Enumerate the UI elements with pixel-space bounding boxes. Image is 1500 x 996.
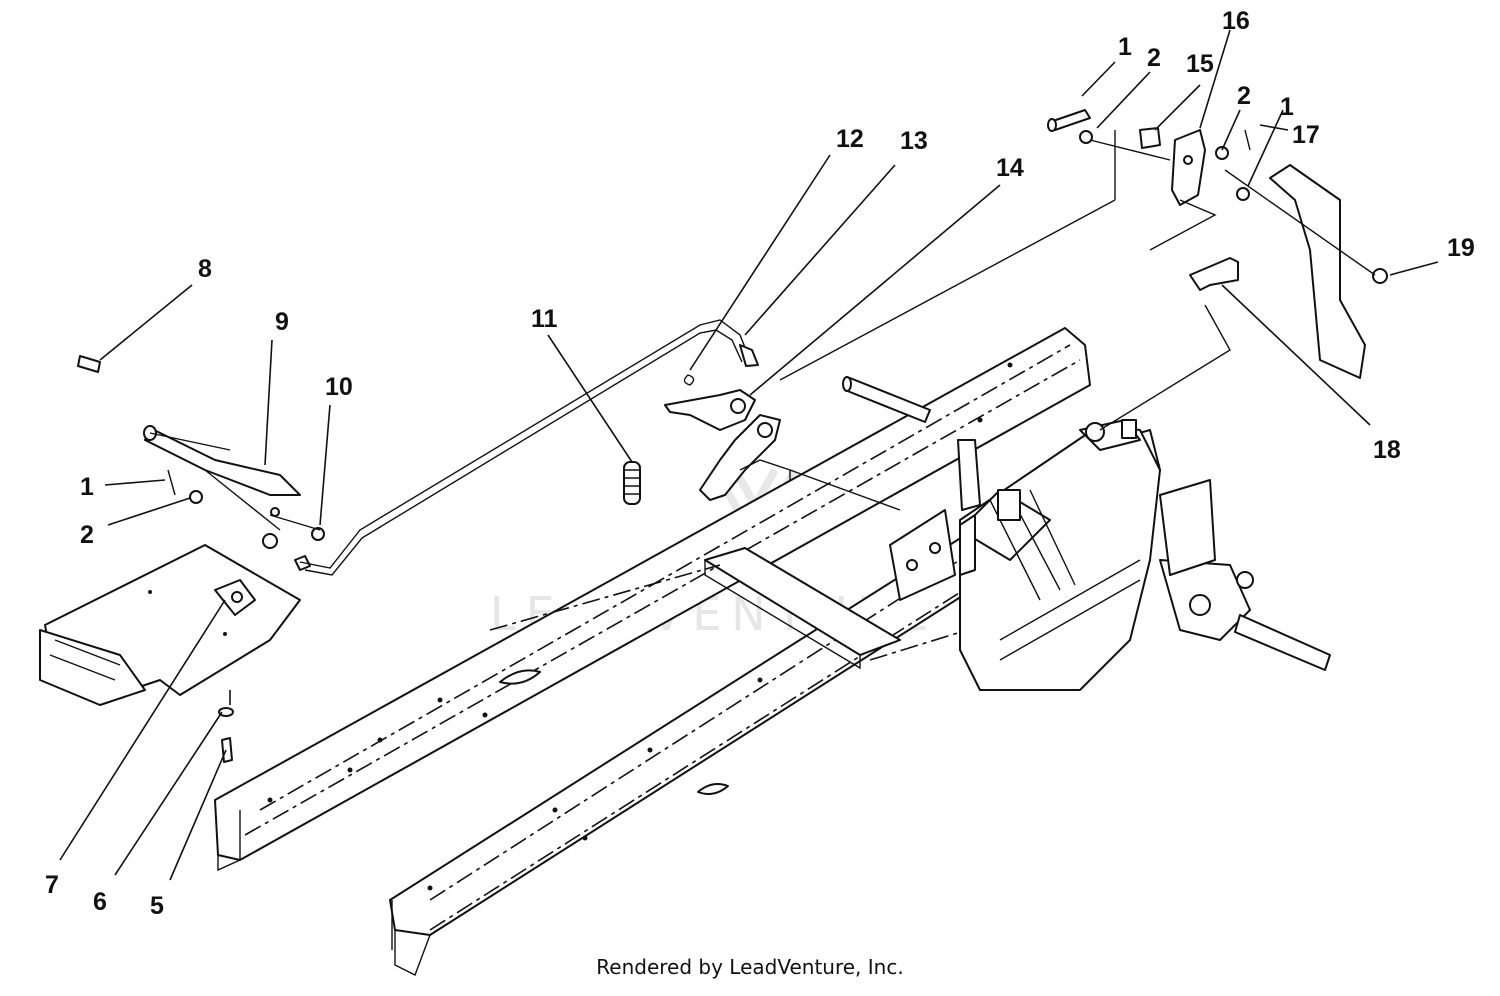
callout-13: 13 bbox=[900, 127, 928, 155]
linkage-arm bbox=[664, 374, 791, 501]
callout-11: 11 bbox=[531, 305, 558, 333]
callout-7: 7 bbox=[45, 871, 59, 899]
transaxle-assembly bbox=[959, 419, 1331, 691]
callout-19: 19 bbox=[1447, 234, 1475, 262]
callout-12: 12 bbox=[836, 125, 864, 153]
callout-8: 8 bbox=[198, 255, 212, 283]
callout-1-top: 1 bbox=[1118, 33, 1132, 61]
pedal-lever bbox=[143, 425, 301, 531]
callout-10: 10 bbox=[325, 373, 353, 401]
control-rod bbox=[299, 319, 759, 576]
right-upper-hardware bbox=[1047, 109, 1388, 379]
foot-pedal-assembly bbox=[39, 544, 301, 706]
callout-1-left: 1 bbox=[80, 473, 94, 501]
callout-14: 14 bbox=[996, 154, 1024, 182]
callout-leaders bbox=[59, 29, 1439, 881]
callout-2-right: 2 bbox=[1237, 82, 1251, 110]
callout-16: 16 bbox=[1222, 7, 1250, 35]
spring bbox=[623, 461, 641, 505]
axle-shaft bbox=[842, 376, 931, 423]
callout-17: 17 bbox=[1292, 121, 1320, 149]
footer-credit: Rendered by LeadVenture, Inc. bbox=[596, 955, 904, 979]
mounting-bracket bbox=[889, 439, 981, 601]
callout-9: 9 bbox=[275, 308, 289, 336]
left-hardware bbox=[77, 355, 325, 763]
callout-2-top: 2 bbox=[1147, 44, 1161, 72]
assembly-guide-lines bbox=[149, 130, 1376, 531]
callout-15: 15 bbox=[1186, 50, 1214, 78]
callout-2-left: 2 bbox=[80, 521, 94, 549]
frame-rail-upper bbox=[214, 327, 1091, 872]
callout-5: 5 bbox=[150, 892, 164, 920]
callout-labels: 1 2 15 16 2 1 17 19 18 12 13 14 11 8 9 1… bbox=[45, 7, 1475, 920]
callout-6: 6 bbox=[93, 888, 107, 916]
callout-18: 18 bbox=[1373, 436, 1401, 464]
callout-1-right: 1 bbox=[1280, 93, 1294, 121]
